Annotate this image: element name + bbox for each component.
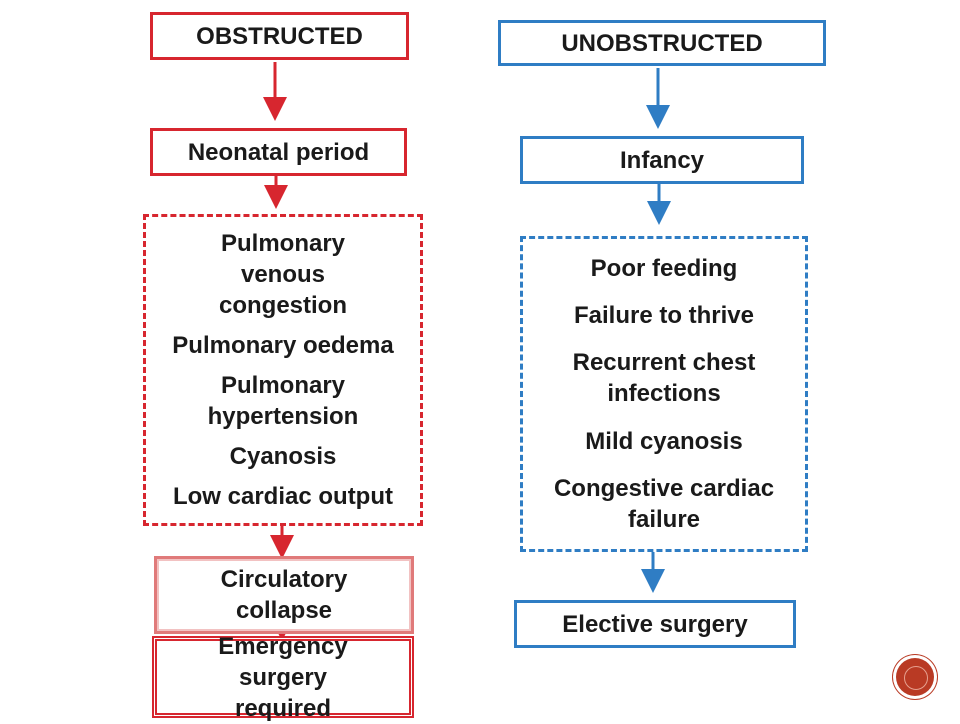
circulatory-collapse-label: Circulatory collapse — [220, 566, 348, 624]
infancy-box: Infancy — [520, 136, 804, 184]
emergency-surgery-box: Emergency surgery required — [152, 633, 414, 722]
neonatal-period-box: Neonatal period — [150, 128, 407, 176]
symptom-low-cardiac-output: Low cardiac output — [172, 483, 393, 511]
badge-ring-icon — [904, 666, 928, 690]
symptom-pulmonary-oedema: Pulmonary oedema — [172, 331, 394, 359]
unobstructed-title: UNOBSTRUCTED — [561, 29, 763, 57]
slide-nav-badge[interactable] — [896, 658, 934, 696]
symptom-recurrent-chest-infections: Recurrent chest infections — [572, 349, 756, 408]
symptom-mild-cyanosis: Mild cyanosis — [585, 427, 743, 455]
elective-surgery-box: Elective surgery — [514, 600, 796, 648]
elective-surgery-label: Elective surgery — [562, 610, 748, 638]
symptom-pulmonary-venous-congestion: Pulmonary venous congestion — [218, 229, 347, 319]
circulatory-collapse-box: Circulatory collapse — [154, 556, 414, 634]
neonatal-period-label: Neonatal period — [187, 138, 370, 166]
obstructed-title-box: OBSTRUCTED — [150, 12, 409, 60]
symptom-congestive-cardiac-failure: Congestive cardiac failure — [553, 474, 775, 533]
infancy-label: Infancy — [619, 146, 705, 174]
symptom-pulmonary-hypertension: Pulmonary hypertension — [207, 371, 359, 430]
obstructed-symptoms-box: Pulmonary venous congestion Pulmonary oe… — [143, 214, 423, 526]
unobstructed-symptoms-box: Poor feeding Failure to thrive Recurrent… — [520, 236, 808, 552]
unobstructed-title-box: UNOBSTRUCTED — [498, 20, 826, 66]
emergency-surgery-label: Emergency surgery required — [218, 632, 348, 722]
symptom-cyanosis: Cyanosis — [229, 443, 337, 471]
symptom-poor-feeding: Poor feeding — [590, 255, 738, 283]
symptom-failure-to-thrive: Failure to thrive — [573, 302, 755, 330]
obstructed-title: OBSTRUCTED — [196, 22, 363, 50]
